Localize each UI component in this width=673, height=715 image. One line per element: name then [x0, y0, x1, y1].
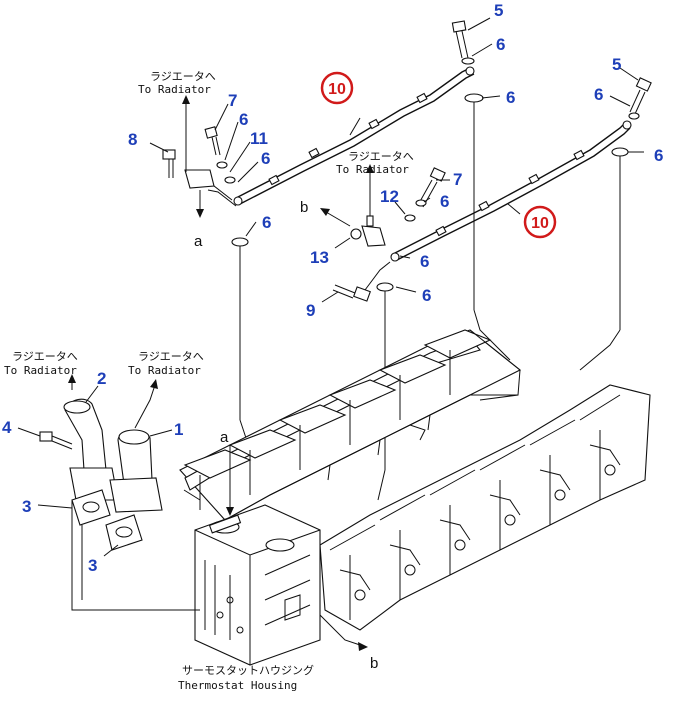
- washer-6: [611, 147, 629, 157]
- part-number: 1: [174, 420, 183, 439]
- part-number: 5: [612, 55, 621, 74]
- part-number: 12: [380, 187, 399, 206]
- elbow-2: [63, 398, 119, 501]
- letter-a: a: [220, 429, 229, 446]
- part-number: 6: [239, 110, 248, 129]
- bolt-5-top: [451, 20, 475, 65]
- washer-6: [376, 282, 394, 292]
- bracket-middle: [350, 164, 446, 247]
- part-number: 11: [250, 129, 268, 148]
- svg-text:ラジエータへ: ラジエータへ: [12, 350, 78, 363]
- svg-text:ラジエータへ: ラジエータへ: [150, 70, 216, 83]
- part-number: 9: [306, 301, 315, 320]
- part-number: 2: [97, 369, 106, 388]
- leader-lines: [17, 17, 644, 557]
- cylinder-heads-upper: [179, 329, 522, 521]
- bolt-9: [332, 261, 391, 302]
- letter-b: b: [370, 655, 378, 672]
- radiator-label-middle: ラジエータへ To Radiator: [336, 150, 414, 176]
- part-number: 6: [420, 252, 429, 271]
- svg-text:Thermostat Housing: Thermostat Housing: [178, 679, 297, 692]
- letter-a: a: [194, 233, 203, 250]
- bolt-5-right: [628, 77, 652, 120]
- part-number: 6: [262, 213, 271, 232]
- pipe-left: [204, 66, 475, 207]
- part-number: 6: [654, 146, 663, 165]
- svg-text:To Radiator: To Radiator: [336, 163, 409, 176]
- svg-text:To Radiator: To Radiator: [138, 83, 211, 96]
- thermostat-housing: [194, 504, 321, 666]
- highlight-10-right: 10: [523, 205, 557, 239]
- washer-6: [231, 237, 249, 247]
- svg-text:To Radiator: To Radiator: [4, 364, 77, 377]
- highlight-number: 10: [531, 215, 549, 232]
- part-number: 13: [310, 248, 329, 267]
- radiator-label-left: ラジエータへ To Radiator: [4, 350, 78, 377]
- thermostat-housing-label: サーモスタットハウジング Thermostat Housing: [178, 663, 314, 692]
- part-number: 7: [453, 170, 462, 189]
- part-number: 6: [261, 149, 270, 168]
- part-number: 7: [228, 91, 237, 110]
- bolt-4: [39, 431, 73, 450]
- part-number: 4: [2, 418, 12, 437]
- part-number: 8: [128, 130, 137, 149]
- part-number: 6: [422, 286, 431, 305]
- svg-text:ラジエータへ: ラジエータへ: [138, 350, 204, 363]
- washer-6: [464, 93, 484, 103]
- radiator-label-top: ラジエータへ To Radiator: [138, 70, 216, 96]
- gasket-3: [71, 489, 143, 551]
- part-numbers: 5 6 6 5 6 6 7 6 11 6 8 6 7 12 6 6 13 6 9…: [2, 1, 663, 575]
- highlight-10-top: 10: [320, 71, 354, 105]
- cylinder-heads-lower: [319, 384, 651, 631]
- bracket-left: [162, 126, 236, 189]
- part-number: 5: [494, 1, 503, 20]
- svg-text:サーモスタットハウジング: サーモスタットハウジング: [182, 663, 314, 677]
- part-number: 6: [440, 192, 449, 211]
- part-number: 6: [506, 88, 515, 107]
- reference-letters: a a b b: [194, 199, 378, 672]
- svg-text:ラジエータへ: ラジエータへ: [348, 150, 414, 163]
- svg-text:To Radiator: To Radiator: [128, 364, 201, 377]
- part-number: 3: [88, 556, 97, 575]
- elbow-1: [109, 429, 163, 513]
- part-number: 6: [496, 35, 505, 54]
- part-number: 3: [22, 497, 31, 516]
- part-number: 6: [594, 85, 603, 104]
- radiator-label-right: ラジエータへ To Radiator: [128, 350, 204, 377]
- pipe-right: [390, 120, 632, 262]
- letter-b: b: [300, 199, 308, 216]
- highlight-number: 10: [328, 81, 346, 98]
